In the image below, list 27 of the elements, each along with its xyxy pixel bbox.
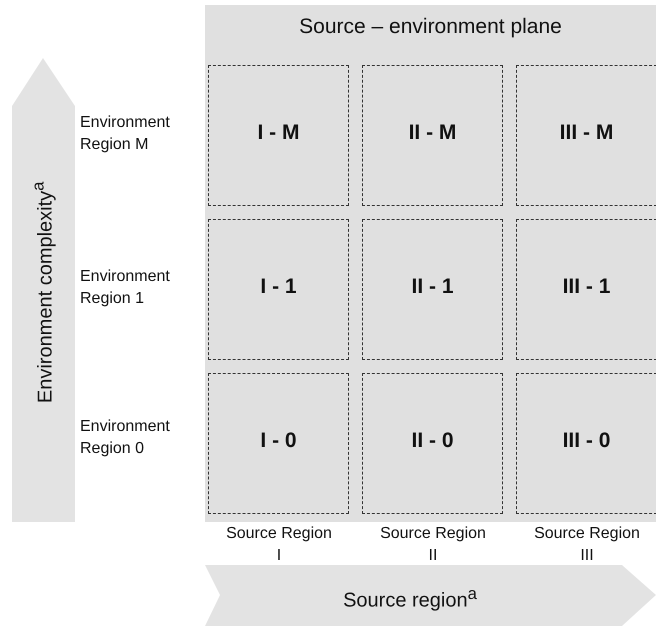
axis-label: Source region$^{a}$ <box>342 583 478 612</box>
cell-label: I - 1 <box>260 274 297 298</box>
cell-label: II - 0 <box>411 428 454 452</box>
region-cell <box>362 219 503 360</box>
region-cell <box>208 65 349 206</box>
region-cell <box>208 373 349 514</box>
cell-label: I - 0 <box>260 428 297 452</box>
region-cell <box>516 219 656 360</box>
cell-label: II - M <box>408 120 456 144</box>
row-label: Environment Region 0 <box>80 417 171 459</box>
plane-panel <box>205 5 656 522</box>
column-label: Source Region I <box>225 524 333 566</box>
region-cell <box>516 65 656 206</box>
column-label: Source Region III <box>533 524 641 566</box>
cell-label: II - 1 <box>411 274 454 298</box>
panel-title: Source – environment plane <box>298 15 563 39</box>
column-label: Source Region II <box>379 524 487 566</box>
region-cell <box>208 219 349 360</box>
row-label: Environment Region 1 <box>80 267 171 309</box>
row-label: Environment Region M <box>80 113 171 155</box>
cell-label: III - M <box>560 120 614 144</box>
cell-label: III - 0 <box>562 428 610 452</box>
region-cell <box>362 373 503 514</box>
cell-label: I - M <box>258 120 300 144</box>
region-cell <box>362 65 503 206</box>
region-cell <box>516 373 656 514</box>
cell-label: III - 1 <box>562 274 610 298</box>
